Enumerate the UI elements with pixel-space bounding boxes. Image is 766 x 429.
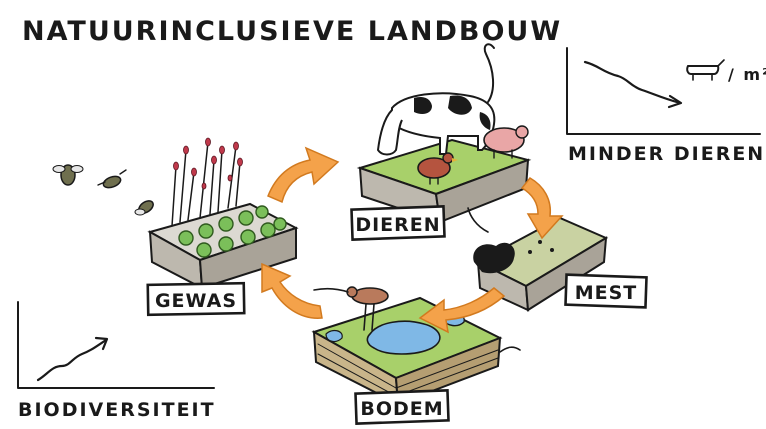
increasing-trend-arrow bbox=[36, 338, 108, 382]
biodiversiteit-chart: BIODIVERSITEIT bbox=[17, 301, 216, 421]
dieren-block bbox=[356, 43, 532, 233]
arrow-mest-to-bodem bbox=[418, 287, 506, 334]
arrow-bodem-to-gewas bbox=[261, 262, 323, 319]
bird-icon bbox=[313, 286, 389, 331]
tag-mest: MEST bbox=[564, 273, 648, 309]
trend-arrowhead bbox=[667, 94, 683, 109]
cow-icon bbox=[686, 59, 725, 81]
fly-icon bbox=[97, 169, 127, 189]
tag-bodem: BODEM bbox=[354, 389, 450, 425]
gewas-block bbox=[147, 137, 299, 290]
chicken-icon bbox=[417, 152, 458, 185]
biodiversiteit-axes bbox=[17, 301, 215, 389]
fly-icon bbox=[134, 200, 154, 216]
arrow-gewas-to-dieren bbox=[267, 146, 340, 204]
bodem-label: BODEM bbox=[360, 398, 443, 420]
tag-dieren: DIEREN bbox=[350, 205, 446, 241]
cow-icon bbox=[376, 43, 496, 156]
fly-icon bbox=[52, 164, 84, 186]
plant-icon bbox=[178, 205, 287, 258]
cycle-arrows bbox=[261, 146, 564, 334]
mest-label: MEST bbox=[575, 282, 638, 304]
minder-dieren-label: MINDER DIEREN bbox=[568, 143, 765, 165]
decreasing-trend-arrow bbox=[583, 60, 682, 105]
arrow-dieren-to-mest bbox=[520, 177, 564, 240]
trend-arrowhead-up bbox=[94, 336, 109, 351]
mest-block bbox=[473, 216, 609, 312]
minder-dieren-axes bbox=[566, 47, 761, 135]
gewas-label: GEWAS bbox=[155, 290, 237, 312]
minder-dieren-unit: / m² bbox=[728, 65, 766, 84]
pig-icon bbox=[483, 125, 529, 159]
page-title: NATUURINCLUSIEVE LANDBOUW bbox=[22, 16, 562, 47]
biodiversiteit-label: BIODIVERSITEIT bbox=[18, 399, 216, 421]
minder-dieren-chart: / m² MINDER DIEREN bbox=[566, 47, 766, 165]
tag-gewas: GEWAS bbox=[146, 281, 246, 317]
manure-icon bbox=[473, 240, 554, 274]
dieren-label: DIEREN bbox=[355, 214, 440, 236]
plant-icon bbox=[171, 137, 243, 227]
